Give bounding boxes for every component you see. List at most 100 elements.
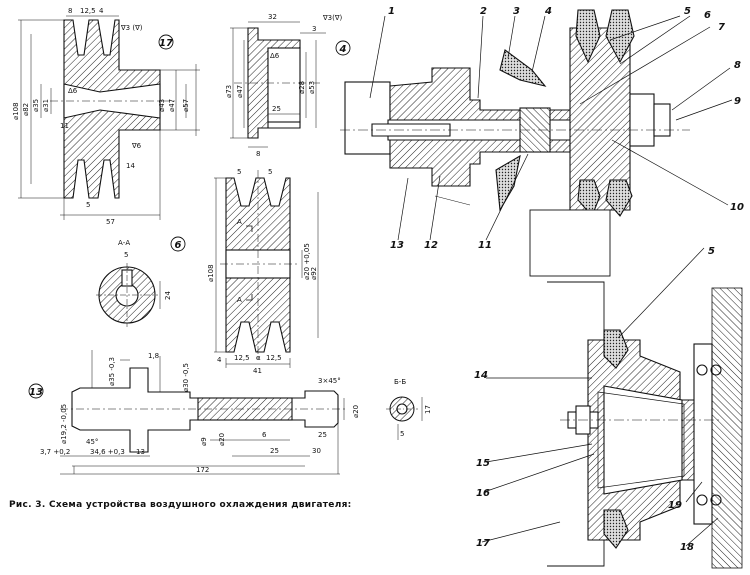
callout: 3 <box>513 6 520 17</box>
pulley-17-labels: 17 8 12,5 4 ∇3 (∇) ⌀108 ⌀82 ⌀35 ⌀31 11 Δ… <box>12 7 190 226</box>
dim-label: 30 <box>312 447 321 455</box>
callout: 6 <box>704 10 711 21</box>
callout: 17 <box>476 538 490 549</box>
dim-label: ⌀43 <box>158 99 166 112</box>
dim-label: 3×45° <box>318 377 341 385</box>
dim-label: ⌀30 -0,5 <box>182 363 190 392</box>
dim-label: А <box>237 218 242 226</box>
dim-label: 13 <box>136 448 145 456</box>
dim-label: ⌀47 <box>236 85 244 98</box>
callout: 7 <box>718 22 725 33</box>
dim-label: 8 <box>256 150 260 158</box>
dim-label: 25 <box>270 447 279 455</box>
callout: 5 <box>684 6 691 17</box>
pulley-17-circle-label: 17 <box>159 38 173 49</box>
callout-numbers: 1 2 3 4 5 6 7 8 9 10 11 12 13 5 14 15 16… <box>388 6 744 553</box>
callout: 15 <box>476 458 490 469</box>
dim-label: ⌀108 <box>12 102 20 120</box>
dim-label: 25 <box>318 431 327 439</box>
dim-label: 17 <box>424 405 432 414</box>
dim-label: ⌀108 <box>207 264 215 282</box>
shaft-13-labels: 13 ⌀35 -0,3 1,8 ⌀30 -0,5 3×45° Б-Б ⌀19,2… <box>29 352 432 474</box>
dim-label: А <box>237 296 242 304</box>
dim-label: 5 <box>86 201 90 209</box>
dim-label: 3 <box>312 25 316 33</box>
callout: 19 <box>668 500 682 511</box>
dim-label: 24 <box>164 291 172 300</box>
dim-label: ⌀35 <box>32 99 40 112</box>
callout: 11 <box>478 240 492 251</box>
dim-label: 45° <box>86 438 98 446</box>
dim-label: ⌀31 <box>42 99 50 112</box>
dim-label: 8 <box>68 7 72 15</box>
section-6-circle-label: 6 <box>175 240 182 251</box>
section-title: А-А <box>118 239 130 247</box>
figure-caption: Рис. 3. Схема устройства воздушного охла… <box>9 500 352 510</box>
dim-label: 34,6 +0,3 <box>90 448 125 456</box>
dim-label: 5 <box>237 168 241 176</box>
section-6-drawing <box>96 236 186 327</box>
callout: 10 <box>730 202 744 213</box>
callout: 5 <box>708 246 715 257</box>
dim-label: ⌀20 +0,05 <box>303 243 311 280</box>
dim-label: ⌀53 <box>308 81 316 94</box>
dim-label: ⌀73 <box>225 85 233 98</box>
dim-label: 4 <box>217 356 222 364</box>
callout: 8 <box>734 60 741 71</box>
dim-label: Δ6 <box>68 87 78 95</box>
fan-assembly-drawing <box>547 281 743 569</box>
main-pulley-drawing <box>214 170 319 368</box>
main-pulley-labels: 5 5 А А ⌀108 ⌀20 +0,05 ⌀92 4 12,5 α 12,5… <box>207 168 318 375</box>
dim-label: 14 <box>126 162 135 170</box>
dim-label: 12,5 <box>80 7 96 15</box>
dim-label: 25 <box>272 105 281 113</box>
section-title: Б-Б <box>394 378 406 386</box>
callout: 18 <box>680 542 694 553</box>
callout: 9 <box>734 96 741 107</box>
dim-label: ∇3 (∇) <box>120 24 143 32</box>
callout: 1 <box>388 6 395 17</box>
dim-label: 12,5 <box>266 354 282 362</box>
callout: 12 <box>424 240 438 251</box>
callout: 16 <box>476 488 490 499</box>
dim-label: ⌀35 -0,3 <box>108 357 116 386</box>
dim-label: ⌀20 <box>352 405 360 418</box>
dim-label: 3,7 +0,2 <box>40 448 70 456</box>
callout: 14 <box>474 370 488 381</box>
bushing-4-labels: 4 32 3 ∇3(∇) ⌀73 ⌀47 25 ⌀28 ⌀53 Δ6 8 <box>225 13 347 158</box>
dim-label: Δ6 <box>270 52 280 60</box>
dim-label: ⌀82 <box>22 103 30 116</box>
dim-label: 172 <box>196 466 209 474</box>
shaft-13-drawing <box>28 350 423 475</box>
dim-label: ⌀20 <box>218 433 226 446</box>
callout: 13 <box>390 240 404 251</box>
dim-label: 4 <box>99 7 104 15</box>
dim-label: ⌀19,2 -0,05 <box>60 404 68 444</box>
dim-label: 11 <box>60 122 69 130</box>
dim-label: 41 <box>253 367 262 375</box>
dim-label: ∇6 <box>131 142 142 150</box>
dim-label: ⌀57 <box>182 99 190 112</box>
dim-label: 57 <box>106 218 115 226</box>
leader-lines <box>369 15 733 547</box>
dim-label: 5 <box>124 251 128 259</box>
dim-label: 5 <box>268 168 272 176</box>
dim-label: 12,5 <box>234 354 250 362</box>
dim-label: 1,8 <box>148 352 159 360</box>
callout: 2 <box>480 6 487 17</box>
dim-label: 6 <box>262 431 267 439</box>
bushing-4-drawing <box>230 21 351 148</box>
shaft-13-circle-label: 13 <box>29 387 43 398</box>
callout: 4 <box>544 6 552 17</box>
pulley-17-drawing <box>18 15 200 220</box>
dim-label: ⌀92 <box>310 267 318 280</box>
section-6-labels: 6 А-А 5 24 <box>118 239 182 300</box>
dim-label: ⌀28 <box>298 81 306 94</box>
dim-label: 32 <box>268 13 277 21</box>
dim-label: ⌀9 <box>200 437 208 446</box>
dim-label: α <box>256 354 261 362</box>
dim-label: ⌀47 <box>168 99 176 112</box>
bushing-4-circle-label: 4 <box>339 44 347 55</box>
dim-label: 5 <box>400 430 404 438</box>
